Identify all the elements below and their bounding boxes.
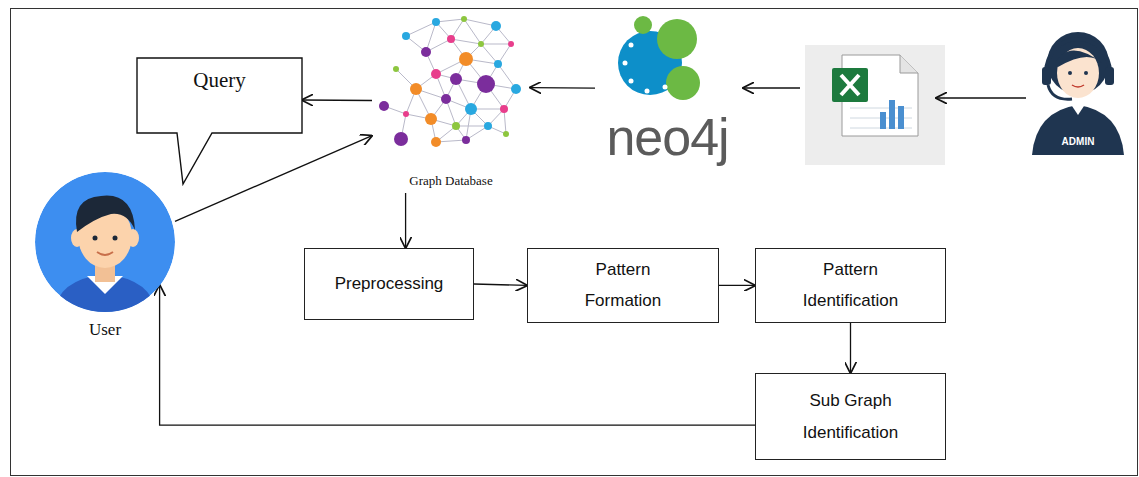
process-box: Preprocessing xyxy=(304,248,474,320)
node-label: Query xyxy=(193,68,245,93)
box-label: Sub Graph Identification xyxy=(785,385,917,448)
node-label: ADMIN xyxy=(1062,137,1095,147)
neo4j-logo: neo4j xyxy=(595,5,740,165)
flow-arrow xyxy=(936,97,1026,98)
flow-arrow xyxy=(302,99,372,101)
excel-file-icon xyxy=(805,45,945,165)
process-box: Sub Graph Identification xyxy=(755,373,946,460)
flow-arrow xyxy=(719,285,755,286)
flow-arrow xyxy=(743,87,800,88)
node-label: Graph Database xyxy=(409,173,492,189)
node-label: neo4j xyxy=(606,111,728,163)
flow-arrow xyxy=(530,87,595,89)
process-box: Pattern Formation xyxy=(527,248,719,323)
flow-arrow xyxy=(405,193,406,248)
admin-icon: ADMIN xyxy=(1028,15,1128,155)
admin-icon-art xyxy=(1028,15,1128,155)
process-box: Pattern Identification xyxy=(755,248,946,323)
user-icon: User xyxy=(35,172,175,342)
box-label: Pattern Identification xyxy=(785,254,917,317)
frame xyxy=(11,9,1138,476)
graph-database-art xyxy=(372,8,530,193)
user-icon-art xyxy=(35,172,175,342)
node-label: User xyxy=(89,321,121,340)
flow-arrow xyxy=(850,323,851,373)
graph-database: Graph Database xyxy=(372,8,530,193)
box-label: Preprocessing xyxy=(335,268,444,299)
speech-bubble: Query xyxy=(137,58,302,133)
box-label: Pattern Formation xyxy=(557,254,689,317)
flow-arrow xyxy=(474,284,527,285)
flow-arrow xyxy=(175,136,372,222)
